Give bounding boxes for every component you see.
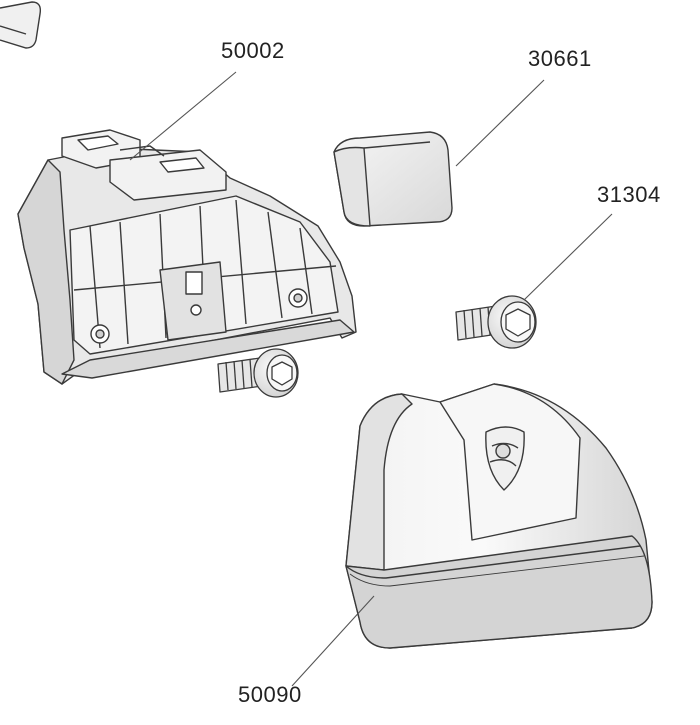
leader-30661 xyxy=(455,79,545,167)
hex-screw-upper-drawing xyxy=(455,295,537,349)
part-number-label-hex-screw: 31304 xyxy=(597,182,661,207)
end-cap-drawing xyxy=(333,131,453,227)
part-number-label-end-cap: 30661 xyxy=(528,46,592,71)
leader-50002 xyxy=(129,71,237,161)
leader-lines xyxy=(129,71,613,687)
foot-cover-drawing xyxy=(345,383,653,649)
part-number-label-foot-cover: 50090 xyxy=(238,682,302,707)
corner-fragment xyxy=(0,1,42,49)
leader-50090 xyxy=(291,595,375,687)
foot-bracket-drawing xyxy=(17,129,357,385)
part-number-label-foot-bracket: 50002 xyxy=(221,38,285,63)
hex-screw-lower-drawing xyxy=(217,348,299,398)
leader-31304 xyxy=(523,213,613,301)
